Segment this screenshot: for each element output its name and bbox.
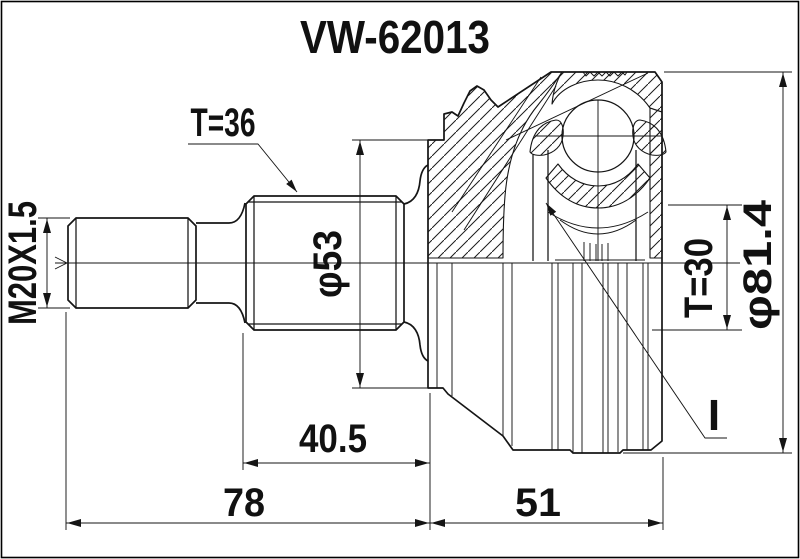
dim-shaft-diameter: φ53: [306, 139, 428, 389]
dim-spline-inner-arrows: [723, 206, 731, 329]
dim-housing-length-lines: [430, 457, 664, 530]
housing-outline: [427, 71, 663, 454]
spline-to-housing-fillets: [403, 164, 429, 362]
dim-housing-diameter: φ81.4: [623, 71, 792, 454]
dim-thread: M20X1.5: [1, 201, 70, 325]
housing-section: [427, 71, 667, 261]
detail-leader: [545, 202, 727, 439]
dim-shaft-length-lines: [65, 312, 430, 530]
part-number-title: VW-62013: [300, 11, 490, 63]
dim-housing-length: 51: [430, 457, 664, 530]
center-line-arrow-icon: [54, 256, 68, 270]
label-shaft-length: 78: [223, 481, 265, 525]
center-line: [54, 256, 740, 270]
dim-shaft-length: 78: [65, 312, 430, 530]
shaft-neck: [196, 202, 246, 324]
detail-leader-arrow: [546, 203, 557, 216]
shaft: [67, 164, 429, 362]
label-thread-spec: M20X1.5: [1, 201, 45, 325]
label-spline-count-inner: T=30: [677, 238, 721, 318]
dim-spline-length: 40.5: [242, 333, 431, 530]
label-spline-section-length: 40.5: [299, 417, 367, 461]
dim-shaft-diameter-lines: [352, 139, 428, 389]
dim-spline-outer: T=36: [188, 101, 298, 193]
dim-spline-inner: T=30: [652, 204, 742, 331]
inner-spline-bore-lines: [555, 242, 645, 261]
label-spline-count-outer: T=36: [191, 101, 256, 145]
detail-callout: I: [545, 202, 727, 440]
housing-wall-section-top: [551, 71, 663, 113]
label-housing-diameter: φ81.4: [736, 199, 780, 330]
spline-outer-leader: [188, 143, 298, 193]
label-shaft-diameter: φ53: [306, 230, 350, 298]
dim-spline-inner-lines: [652, 204, 742, 331]
dim-housing-diameter-lines: [623, 71, 792, 454]
housing-external: [427, 71, 663, 454]
dim-spline-length-lines: [242, 333, 431, 530]
label-housing-length: 51: [515, 481, 561, 525]
inner-race-bottom-arcs: [547, 211, 649, 235]
label-detail-marker: I: [708, 391, 720, 440]
spline-outer-leader-arrow: [286, 179, 297, 192]
spline-detail-lines: [248, 196, 402, 330]
thread-relief-lines: [75, 218, 189, 308]
boot-groove-lines: [436, 263, 649, 453]
